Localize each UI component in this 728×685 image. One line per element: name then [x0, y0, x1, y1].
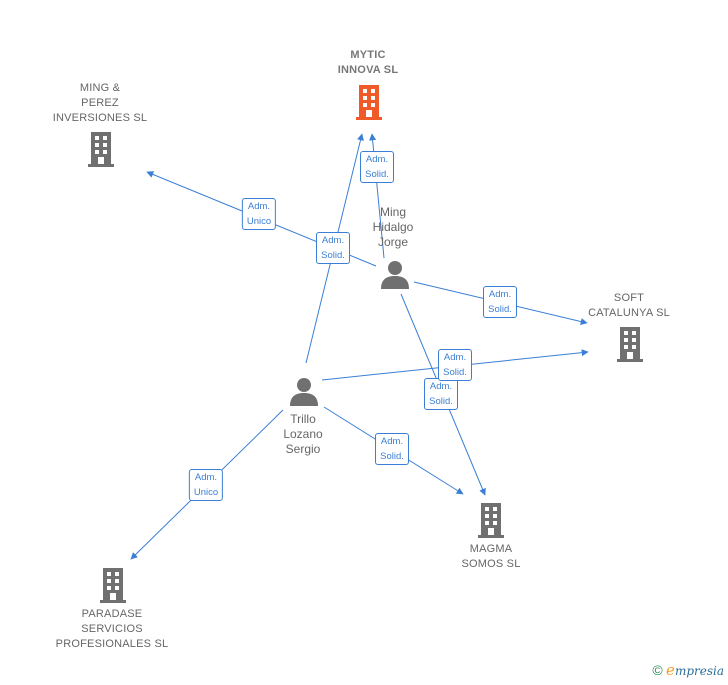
- edge-label-trillo-magma: Adm. Solid.: [375, 433, 409, 465]
- building-icon-ming-perez-inversiones[interactable]: [85, 131, 117, 167]
- person-icon-ming-hidalgo-jorge[interactable]: [380, 259, 410, 289]
- building-icon-mytic-innova[interactable]: [353, 84, 385, 120]
- node-label-magma-somos: MAGMA SOMOS SL: [461, 543, 521, 570]
- building-icon-soft-catalunya[interactable]: [614, 326, 646, 362]
- node-label-mytic-innova: MYTIC INNOVA SL: [337, 49, 399, 76]
- person-icon-trillo-lozano-sergio[interactable]: [289, 376, 319, 406]
- brand-initial: e: [666, 661, 675, 679]
- node-label-paradase-servicios: PARADASE SERVICIOS PROFESIONALES SL: [55, 608, 169, 650]
- building-icon-paradase-servicios[interactable]: [97, 567, 129, 603]
- node-label-ming-perez-inversiones: MING & PEREZ INVERSIONES SL: [52, 82, 148, 124]
- edge-label-trillo-soft: Adm. Solid.: [438, 349, 472, 381]
- brand-name: mpresia: [674, 664, 724, 678]
- copyright-symbol: ©: [652, 662, 663, 678]
- edge-label-ming-hidalgo-mytic: Adm. Solid.: [360, 151, 394, 183]
- empresia-watermark: © empresia: [652, 661, 724, 679]
- building-icon-magma-somos[interactable]: [475, 502, 507, 538]
- node-label-ming-hidalgo-jorge: Ming Hidalgo Jorge: [372, 205, 414, 249]
- edge-label-trillo-mytic: Adm. Solid.: [316, 232, 350, 264]
- edge-label-ming-hidalgo-ming-perez: Adm. Unico: [241, 198, 277, 230]
- edge-label-ming-hidalgo-magma: Adm. Solid.: [424, 378, 458, 410]
- node-label-trillo-lozano-sergio: Trillo Lozano Sergio: [283, 412, 323, 456]
- node-label-soft-catalunya: SOFT CATALUNYA SL: [588, 292, 670, 319]
- edge-label-trillo-paradase: Adm. Unico: [188, 469, 224, 501]
- edge-label-ming-hidalgo-soft: Adm. Solid.: [483, 286, 517, 318]
